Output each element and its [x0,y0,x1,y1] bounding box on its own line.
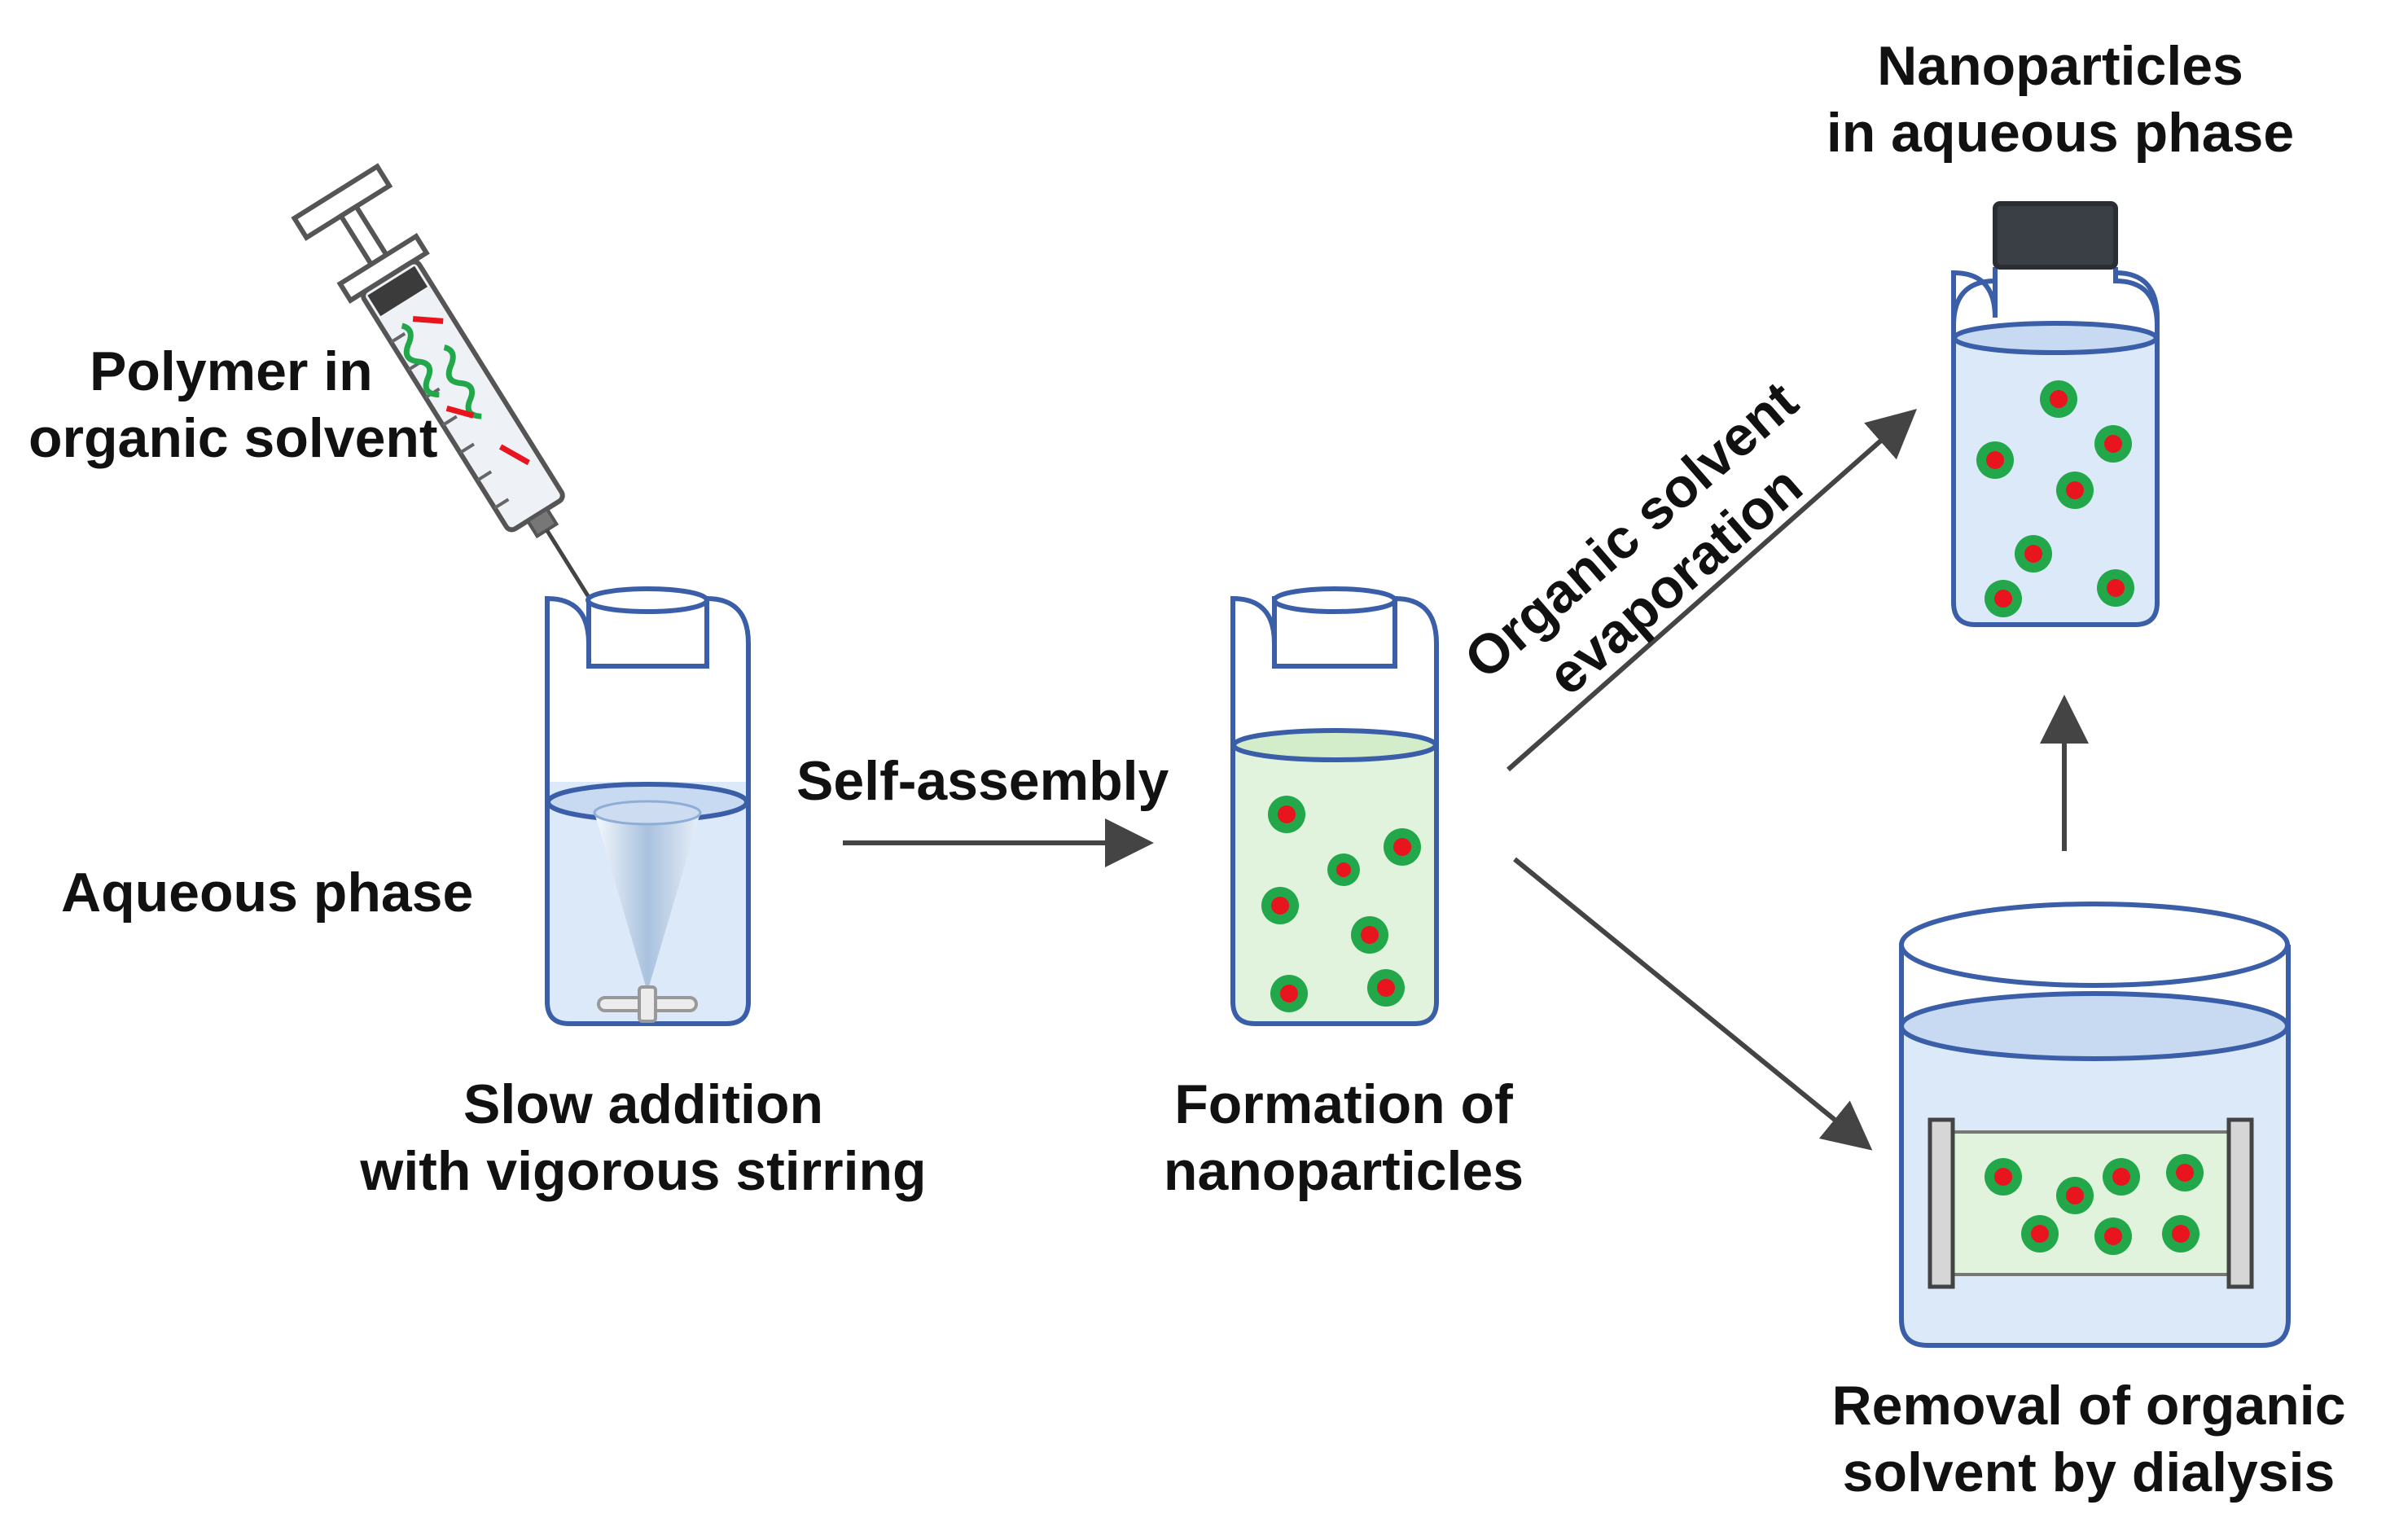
bottle2-body [1230,595,1439,1026]
nanoparticle [2056,1177,2094,1214]
slow-addition-line2: with vigorous stirring [360,1140,927,1202]
bottle-nanoparticle-formation [1230,586,1439,1026]
syringe-thumb-rest [291,163,393,241]
beaker-rim [1899,902,2290,988]
nanoparticle [1985,580,2022,617]
bottle3-shoulder-right [2113,267,2160,327]
nanoparticle [1268,796,1305,833]
beaker-wall [1899,945,2291,1348]
nanoparticle [2021,1215,2059,1253]
polymer-label: Polymer in organic solvent [29,338,438,472]
dialysis-particles [1985,1154,2204,1255]
polymer-chain-2 [443,344,482,419]
bottle3-water [1954,338,2156,623]
polymer-block-3 [498,444,530,466]
bottle3-cap [1993,201,2118,270]
nanoparticle [2166,1154,2204,1191]
polymer-block-1 [412,316,444,324]
nanoparticle [2103,1158,2140,1196]
bottle1-body [545,595,751,1026]
nanoparticle [2162,1215,2199,1253]
syringe [291,163,604,620]
nanoparticle [1351,916,1388,954]
nanoparticle [1367,969,1405,1007]
dialysis-line1: Removal of organic [1831,1375,2346,1437]
dialysis-clip-right [2226,1117,2254,1289]
nanoparticle [1327,853,1360,886]
syringe-plunger-seal [367,265,428,317]
bottle3-body [1951,267,2160,627]
beaker-water-surface [1899,991,2290,1061]
nanoparticle [2056,472,2094,509]
syringe-plunger-rod [337,203,390,268]
bottle2-mouth [1272,586,1397,614]
nanoparticle [1270,975,1308,1012]
aqueous-phase-label: Aqueous phase [61,862,474,924]
nanoparticle [2097,569,2134,607]
polymer-block-2 [445,405,475,419]
arrow-evaporation [1507,409,1917,772]
nanoparticles-aqueous-line1: Nanoparticles [1877,35,2243,97]
polymer-chain-1 [401,322,440,398]
nanoparticle [1261,887,1299,924]
formation-line2: nanoparticles [1163,1140,1524,1202]
nanoparticles-aqueous-line2: in aqueous phase [1826,102,2295,164]
nanoparticle [1985,1158,2022,1196]
bottle1-mouth [585,586,709,614]
stir-bar-center [638,985,657,1023]
bottle3-shoulder-left [1951,267,1998,327]
nanoparticle [2094,1218,2132,1255]
bottle-final-aqueous [1951,201,2160,627]
arrow-to-dialysis [1513,857,1873,1151]
dialysis-clip-left [1928,1117,1955,1289]
vortex-top [593,800,702,826]
slow-addition-line1: Slow addition [463,1073,823,1135]
bottle-aqueous-stirring [545,586,751,1026]
dialysis-beaker [1899,902,2291,1348]
nanoparticle [1384,828,1421,866]
slow-addition-label: Slow addition with vigorous stirring [326,1071,961,1204]
nanoparticle [2040,380,2077,418]
formation-label: Formation of nanoparticles [1059,1071,1629,1204]
nanoparticle [2015,535,2052,573]
bottle2-surface [1231,728,1438,762]
nanoparticle [2094,425,2132,463]
self-assembly-label: Self-assembly [796,750,1169,812]
bottle2-mixture [1234,745,1436,1022]
polymer-label-line2: organic solvent [29,407,438,469]
dialysis-label: Removal of organic solvent by dialysis [1779,1372,2398,1506]
bottle3-surface [1952,321,2159,355]
formation-line1: Formation of [1174,1073,1513,1135]
vortex-cone [594,813,700,992]
bottle3-particles [1976,380,2134,617]
bottle2-particles [1261,796,1421,1012]
dialysis-line2: solvent by dialysis [1842,1441,2335,1503]
nanoparticle [1976,441,2014,479]
polymer-label-line1: Polymer in [90,340,373,402]
nanoparticles-aqueous-label: Nanoparticles in aqueous phase [1751,33,2370,166]
